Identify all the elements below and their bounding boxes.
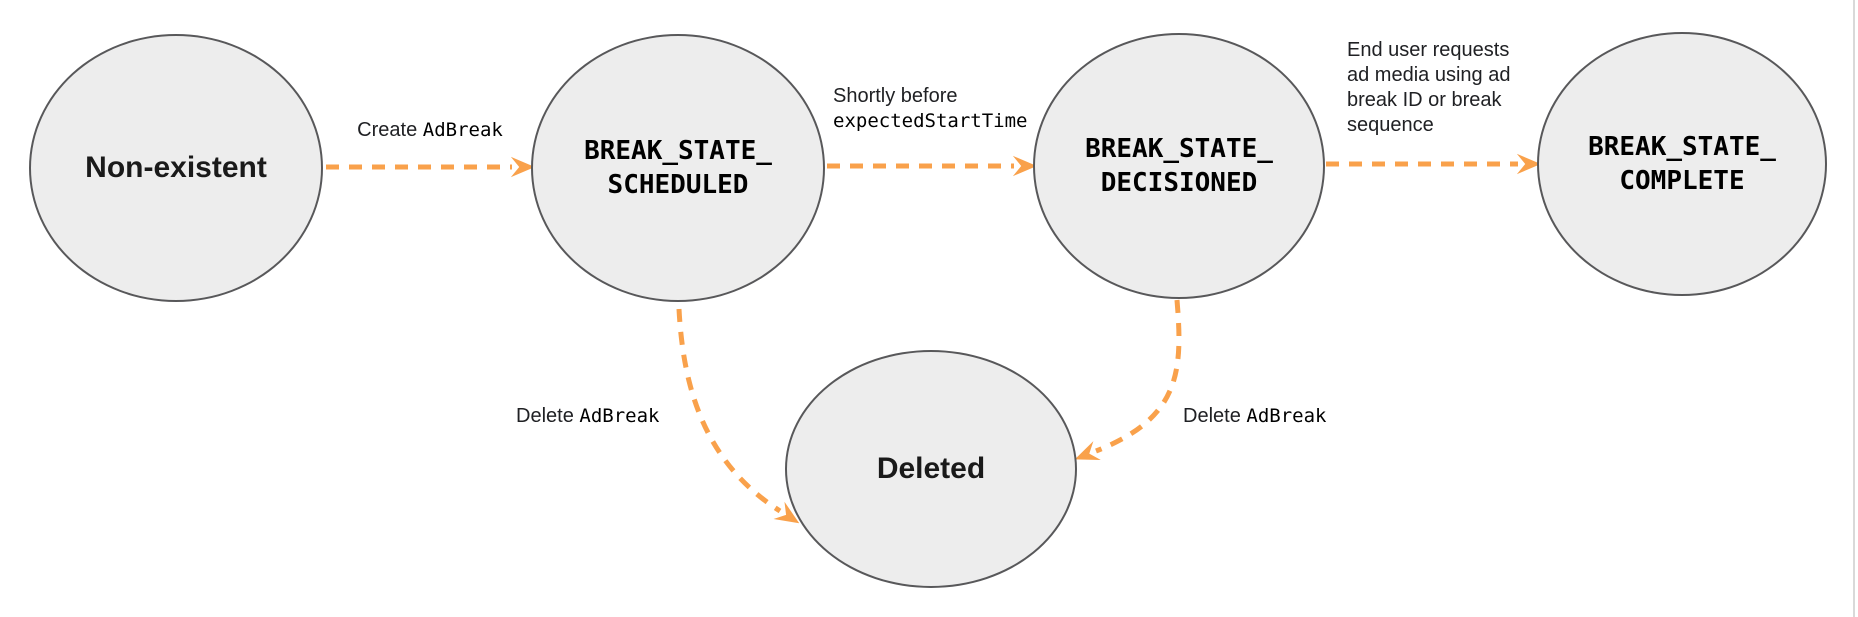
state-node-label-line: BREAK_STATE_: [584, 136, 772, 166]
state-node-label: BREAK_STATE_ DECISIONED: [1085, 132, 1273, 200]
transition-label-create-adbreak: Create AdBreak: [330, 118, 530, 143]
transition-label-line: Shortly before: [833, 84, 1113, 109]
state-node-label-line: SCHEDULED: [607, 170, 749, 200]
transition-label-text: Shortly before: [833, 85, 958, 107]
state-node-label: Non-existent: [85, 151, 267, 185]
state-node-label: Deleted: [877, 452, 985, 486]
page-edge-divider: [1853, 0, 1855, 617]
state-node-deleted: Deleted: [785, 350, 1077, 588]
transition-label-delete-adbreak-from-scheduled: Delete AdBreak: [516, 404, 676, 429]
state-node-non-existent: Non-existent: [29, 34, 323, 302]
transition-label-delete-adbreak-from-decisioned: Delete AdBreak: [1183, 404, 1343, 429]
state-node-label-line: BREAK_STATE_: [1085, 134, 1273, 164]
transition-arrow-delete-adbreak-from-decisioned: [1074, 299, 1182, 461]
state-node-label-line: BREAK_STATE_: [1588, 132, 1776, 162]
transition-label-line: Delete AdBreak: [1183, 404, 1343, 429]
transition-label-text: Delete: [516, 405, 580, 427]
transition-label-end-user-requests-ad-media: End user requests ad media using ad break …: [1347, 38, 1567, 138]
state-node-label-line: DECISIONED: [1100, 168, 1258, 198]
state-node-label: BREAK_STATE_ SCHEDULED: [584, 134, 772, 202]
transition-label-text: End user requests: [1347, 39, 1510, 61]
transition-label-text: Create: [357, 119, 423, 141]
state-node-label: BREAK_STATE_ COMPLETE: [1588, 130, 1776, 198]
transition-arrow-delete-adbreak-from-scheduled: [676, 308, 800, 524]
state-node-break-state-complete: BREAK_STATE_ COMPLETE: [1537, 32, 1827, 296]
transition-label-text: sequence: [1347, 114, 1434, 136]
transition-label-line: Create AdBreak: [330, 118, 530, 143]
transition-label-line: expectedStartTime: [833, 109, 1113, 134]
transition-label-text: break ID or break: [1347, 89, 1502, 111]
state-node-label-line: Deleted: [876, 452, 986, 485]
state-node-label-line: COMPLETE: [1619, 166, 1745, 196]
transition-label-text: Delete: [1183, 405, 1247, 427]
transition-label-shortly-before-expected-start-time: Shortly before expectedStartTime: [833, 84, 1113, 134]
transition-label-text: AdBreak: [579, 405, 660, 427]
transition-label-line: break ID or break: [1347, 88, 1567, 113]
state-node-label-line: Non-existent: [85, 151, 267, 184]
transition-label-text: expectedStartTime: [833, 110, 1028, 132]
transition-label-line: End user requests: [1347, 38, 1567, 63]
transition-label-line: sequence: [1347, 113, 1567, 138]
transition-label-text: ad media using ad: [1347, 64, 1511, 86]
state-node-break-state-scheduled: BREAK_STATE_ SCHEDULED: [531, 34, 825, 302]
transition-label-line: Delete AdBreak: [516, 404, 676, 429]
transition-label-text: AdBreak: [1246, 405, 1327, 427]
transition-label-line: ad media using ad: [1347, 63, 1567, 88]
state-node-break-state-decisioned: BREAK_STATE_ DECISIONED: [1033, 33, 1325, 299]
transition-label-text: AdBreak: [422, 119, 503, 141]
